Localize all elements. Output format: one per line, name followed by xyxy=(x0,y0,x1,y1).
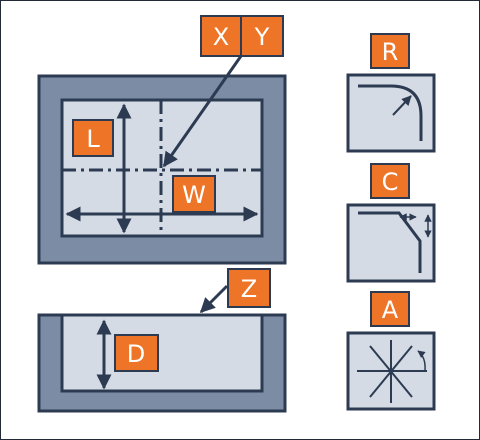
label-x: X xyxy=(200,15,242,57)
label-z: Z xyxy=(227,268,271,308)
label-z-box xyxy=(227,268,271,308)
xy-leader-arrow xyxy=(162,55,243,168)
label-y: Y xyxy=(240,15,284,57)
label-d: D xyxy=(114,334,159,372)
radius-arrow xyxy=(392,95,412,116)
label-c-box xyxy=(370,163,410,199)
label-a-text: A xyxy=(382,296,399,324)
label-y-box xyxy=(240,15,284,57)
label-l-text: L xyxy=(86,125,100,153)
label-l: L xyxy=(72,119,114,157)
label-y-text: Y xyxy=(254,23,270,51)
side-view-inner-pocket xyxy=(60,313,264,393)
label-r-text: R xyxy=(382,38,399,66)
chamfer-detail xyxy=(346,203,436,283)
angle-arc-arrow xyxy=(417,350,426,372)
chamfered-corner-edge xyxy=(358,211,422,273)
label-a-box xyxy=(370,291,410,327)
angle-detail xyxy=(346,331,436,411)
side-view xyxy=(37,284,287,413)
label-d-text: D xyxy=(127,340,145,368)
label-c: C xyxy=(370,163,410,199)
label-r-box xyxy=(370,33,410,69)
label-w-text: W xyxy=(182,181,206,209)
label-z-text: Z xyxy=(241,275,257,303)
rounded-corner-edge xyxy=(358,84,423,141)
label-x-text: X xyxy=(213,23,229,51)
label-c-text: C xyxy=(382,168,399,196)
z-leader-arrow xyxy=(199,284,229,314)
label-r: R xyxy=(370,33,410,69)
radius-detail xyxy=(346,73,436,153)
angle-diagonal-line-b xyxy=(369,345,413,398)
label-w: W xyxy=(172,175,216,213)
top-view xyxy=(37,55,287,265)
label-a: A xyxy=(370,291,410,327)
label-w-box xyxy=(172,175,216,213)
label-l-box xyxy=(72,119,114,157)
label-d-box xyxy=(114,334,159,372)
